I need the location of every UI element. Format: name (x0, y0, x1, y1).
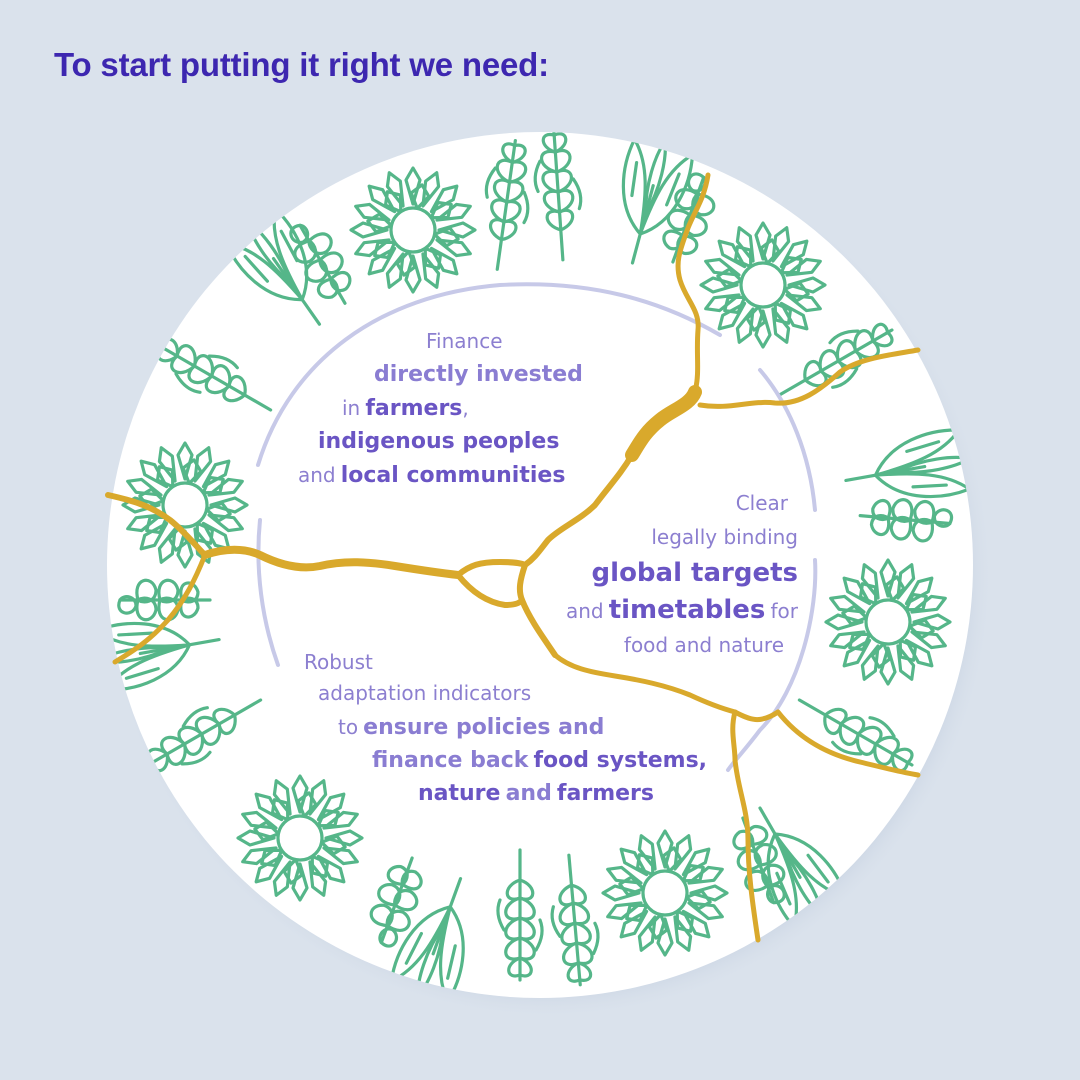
ensure-policies-text: ensure policies and (363, 715, 605, 740)
global-targets-text: global targets (591, 558, 798, 588)
targets-line-1: Clear (548, 487, 798, 521)
and-text: and (505, 781, 552, 806)
finance-line-3: in farmers, (296, 392, 586, 426)
farmers-text: farmers (365, 396, 463, 421)
adaptation-indicators-text: adaptation indicators (318, 681, 532, 705)
targets-text-block: Clear legally binding global targets and… (548, 487, 798, 663)
robust-line-5: nature and farmers (300, 778, 720, 811)
directly-invested-text: directly invested (374, 362, 583, 387)
finance-text-block: Finance directly invested in farmers, in… (296, 325, 586, 493)
targets-line-4: and timetables for (548, 594, 798, 629)
finance-line-5: and local communities (296, 459, 586, 493)
local-communities-text: local communities (340, 463, 566, 488)
for-text: for (770, 599, 799, 623)
robust-line-2: adaptation indicators (300, 677, 720, 711)
finance-line-4: indigenous peoples (296, 426, 586, 459)
timetables-text: timetables (608, 595, 766, 625)
farmers-text: farmers (556, 781, 654, 806)
robust-line-3: to ensure policies and (300, 711, 720, 745)
comma-text: , (462, 396, 469, 420)
crack (105, 172, 921, 943)
robust-line-1: Robust (300, 646, 720, 680)
headline: To start putting it right we need: (54, 46, 549, 83)
in-text: in (342, 396, 361, 420)
finance-word: Finance (426, 329, 503, 353)
food-and-nature-text: food and nature (623, 633, 784, 657)
robust-line-4: finance back food systems, (300, 745, 720, 778)
to-text: to (338, 715, 359, 739)
finance-line-1: Finance (296, 325, 586, 359)
targets-line-5: food and nature (548, 629, 798, 663)
clear-text: Clear (735, 491, 788, 515)
finance-back-text: finance back (372, 748, 529, 773)
and-text: and (565, 599, 604, 623)
finance-line-2: directly invested (296, 359, 586, 392)
indigenous-peoples-text: indigenous peoples (318, 429, 560, 454)
and-text: and (298, 463, 336, 487)
targets-line-3: global targets (548, 555, 798, 594)
legally-binding-text: legally binding (651, 525, 798, 549)
robust-text: Robust (304, 650, 373, 674)
targets-line-2: legally binding (548, 521, 798, 555)
nature-text: nature (418, 781, 501, 806)
food-systems-text: food systems, (533, 748, 708, 773)
robust-text-block: Robust adaptation indicators to ensure p… (300, 646, 720, 811)
